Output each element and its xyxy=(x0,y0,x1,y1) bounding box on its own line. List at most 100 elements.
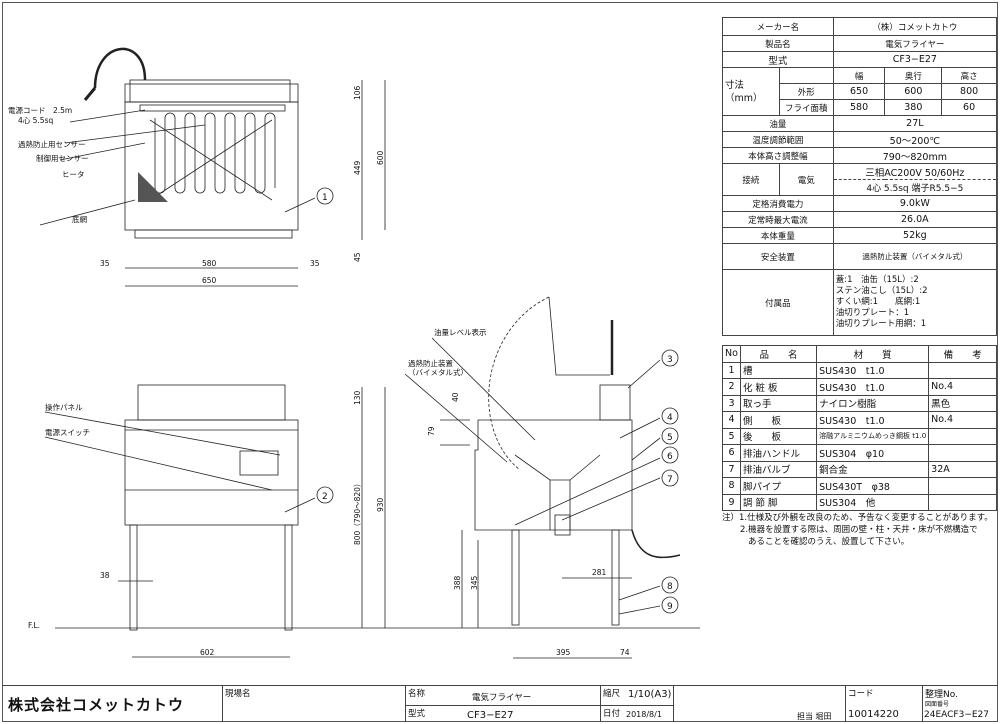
svg-text:449: 449 xyxy=(353,160,362,175)
maker-value: （株）コメットカトウ xyxy=(832,17,998,36)
parts-header-remarks: 備 考 xyxy=(928,345,997,363)
svg-text:345: 345 xyxy=(470,575,479,590)
parts-header-no: No xyxy=(722,345,741,363)
product-value: 電気フライヤー xyxy=(832,35,998,52)
svg-text:388: 388 xyxy=(453,575,462,590)
svg-text:8: 8 xyxy=(667,582,673,592)
svg-text:800（790〜820）: 800（790〜820） xyxy=(353,480,362,545)
svg-text:油量レベル表示: 油量レベル表示 xyxy=(434,327,487,337)
oil-value: 27L xyxy=(832,115,998,132)
product-label: 製品名 xyxy=(722,35,834,52)
svg-text:6: 6 xyxy=(667,452,673,462)
scale-value: 1/10(A3) xyxy=(628,689,672,700)
svg-text:底網: 底網 xyxy=(72,214,87,224)
dim-header-depth: 奥行 xyxy=(884,67,943,84)
side-view-labels: 油量レベル表示 過熱防止装置 （バイメタル式） 40 79 388 345 28… xyxy=(408,327,630,657)
power-label: 定格消費電力 xyxy=(722,195,834,212)
electric-spec-2: 4心 5.5sq 端子R5.5−5 xyxy=(832,179,998,196)
current-label: 定常時最大電流 xyxy=(722,211,834,228)
svg-text:3: 3 xyxy=(667,355,673,365)
safety-value: 過熱防止装置（バイメタル式） xyxy=(832,243,998,270)
front-view-labels: 操作パネル 電源スイッチ F.L. 38 602 130 800（790〜820… xyxy=(28,390,385,657)
svg-text:74: 74 xyxy=(620,648,630,657)
top-view xyxy=(39,47,386,287)
temp-value: 50〜200℃ xyxy=(832,131,998,148)
code-label: コード xyxy=(848,689,874,699)
svg-text:40: 40 xyxy=(451,392,460,402)
svg-text:1: 1 xyxy=(322,193,328,203)
svg-text:電源コード 2.5m: 電源コード 2.5m xyxy=(8,106,72,115)
note-2-cont: あることを確認のうえ、設置して下さい。 xyxy=(748,537,910,547)
name-value: 電気フライヤー xyxy=(472,693,532,703)
balloon-5: 5 xyxy=(661,427,679,445)
outer-depth: 600 xyxy=(884,83,943,100)
svg-text:600: 600 xyxy=(376,150,385,165)
accessory-item: 油切りプレート用網：1 xyxy=(835,319,927,329)
oil-label: 油量 xyxy=(722,115,834,132)
balloon-9: 9 xyxy=(661,596,679,614)
balloon-1: 1 xyxy=(316,187,334,205)
power-value: 9.0kW xyxy=(832,195,998,212)
ref-sub-label: 図面番号 xyxy=(925,701,950,708)
name-label: 名称 xyxy=(408,689,426,699)
svg-text:650: 650 xyxy=(202,276,217,285)
svg-text:5: 5 xyxy=(667,433,673,443)
weight-value: 52kg xyxy=(832,227,998,244)
svg-text:580: 580 xyxy=(202,259,217,268)
balloon-8: 8 xyxy=(661,576,679,594)
model-value: CF3−E27 xyxy=(467,710,514,721)
maker-label: メーカー名 xyxy=(722,17,834,36)
balloon-2: 2 xyxy=(316,486,334,504)
model-label: 型式 xyxy=(408,709,426,719)
svg-text:106: 106 xyxy=(353,85,362,100)
part-balloons: 1 2 3 4 5 6 7 8 9 xyxy=(316,187,679,614)
dim-header-height: 高さ xyxy=(941,67,997,84)
svg-text:38: 38 xyxy=(100,571,110,580)
ref-value: 24EACF3−E27 xyxy=(924,710,990,720)
note-2: 2.機器を設置する際は、周囲の壁・柱・天井・床が不燃構造で xyxy=(740,525,978,535)
bottom-net-hatch xyxy=(138,172,168,202)
balloon-7: 7 xyxy=(661,469,679,487)
parts-header-material: 材 質 xyxy=(816,345,930,363)
accessory-item: 蓋:1 油缶（15L）:2 xyxy=(835,275,919,285)
fry-depth: 380 xyxy=(884,99,943,116)
svg-text:ヒータ: ヒータ xyxy=(62,170,85,179)
outer-height: 800 xyxy=(941,83,997,100)
svg-text:過熱防止装置: 過熱防止装置 xyxy=(408,358,453,368)
model-label: 型式 xyxy=(722,51,834,68)
front-view xyxy=(44,384,400,658)
code-value: 10014220 xyxy=(848,709,899,720)
svg-text:281: 281 xyxy=(592,568,607,577)
dim-header-width: 幅 xyxy=(832,67,886,84)
svg-text:602: 602 xyxy=(200,648,215,657)
temp-label: 温度調節範囲 xyxy=(722,131,834,148)
svg-text:130: 130 xyxy=(353,390,362,405)
svg-text:9: 9 xyxy=(667,602,673,612)
height-adjust-value: 790〜820mm xyxy=(832,147,998,164)
top-view-labels: 電源コード 2.5m 4心 5.5sq 過熱防止用センサー 制御用センサー ヒー… xyxy=(8,85,385,285)
accessory-item: ステン油こし（15L）:2 xyxy=(835,286,928,296)
outer-width: 650 xyxy=(832,83,886,100)
fry-label: フライ面積 xyxy=(778,99,834,116)
svg-text:F.L.: F.L. xyxy=(28,621,40,630)
balloon-3: 3 xyxy=(661,349,679,367)
svg-text:2: 2 xyxy=(322,492,328,502)
balloon-4: 4 xyxy=(661,407,679,425)
site-label: 現場名 xyxy=(225,689,251,699)
balloon-6: 6 xyxy=(661,446,679,464)
dim-unit: （mm） xyxy=(725,92,763,104)
notes: 注）1.仕様及び外観を改良のため、予告なく変更することがあります。 2.機器を設… xyxy=(722,512,993,548)
electric-label: 電気 xyxy=(778,163,834,196)
parts-header-name: 品 名 xyxy=(739,345,818,363)
svg-text:4: 4 xyxy=(667,413,673,423)
svg-text:79: 79 xyxy=(427,426,436,436)
model-value: CF3−E27 xyxy=(832,51,998,68)
svg-text:過熱防止用センサー: 過熱防止用センサー xyxy=(18,139,86,149)
svg-text:45: 45 xyxy=(353,252,362,262)
svg-text:電源スイッチ: 電源スイッチ xyxy=(45,428,90,437)
